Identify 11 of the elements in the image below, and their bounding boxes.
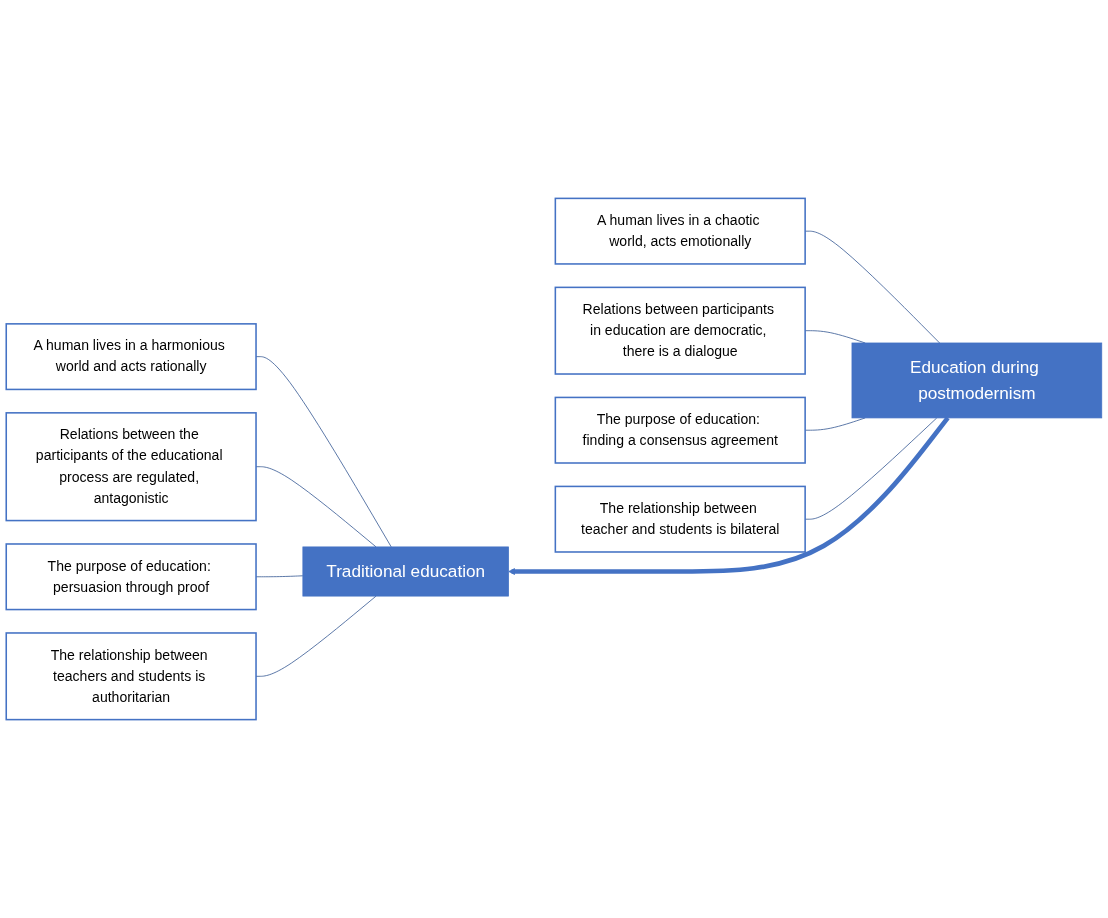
node-box: Relations between the participants of the educational process are regulated, antagonistic [5, 412, 257, 522]
node-box: Traditional education [302, 546, 509, 597]
node-box: A human lives in a chaotic world, acts emotionally [554, 197, 806, 265]
node-box: Relations between participants in education are democratic, there is a dialogue [554, 286, 806, 375]
node-box: The purpose of education: finding a consensus agreement [554, 396, 806, 464]
node-box: The relationship between teacher and students is bilateral [554, 485, 806, 553]
node-box: The relationship between teachers and students is authoritarian [5, 632, 257, 721]
node-box: The purpose of education: persuasion through proof [5, 543, 257, 611]
arrow [508, 416, 950, 575]
node-box: Education during postmodernism [851, 342, 1103, 419]
node-box: A human lives in a harmonious world and acts rationally [5, 323, 257, 391]
